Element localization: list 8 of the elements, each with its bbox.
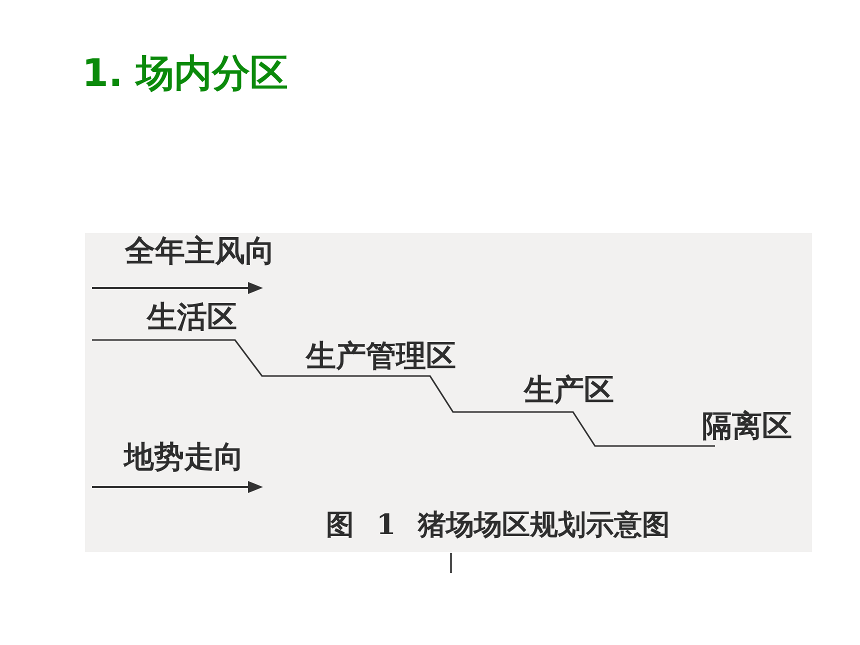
slide-title: 1. 场内分区 [82, 54, 288, 92]
zone-label: 生活区 [147, 303, 237, 333]
zone-label: 生产区 [524, 376, 614, 406]
direction-label: 全年主风向 [125, 237, 275, 267]
zone-label: 生产管理区 [306, 342, 456, 372]
direction-label: 地势走向 [124, 443, 244, 473]
zone-label: 隔离区 [702, 412, 792, 442]
figure-caption: 图 1 猪场场区规划示意图 [326, 511, 670, 539]
